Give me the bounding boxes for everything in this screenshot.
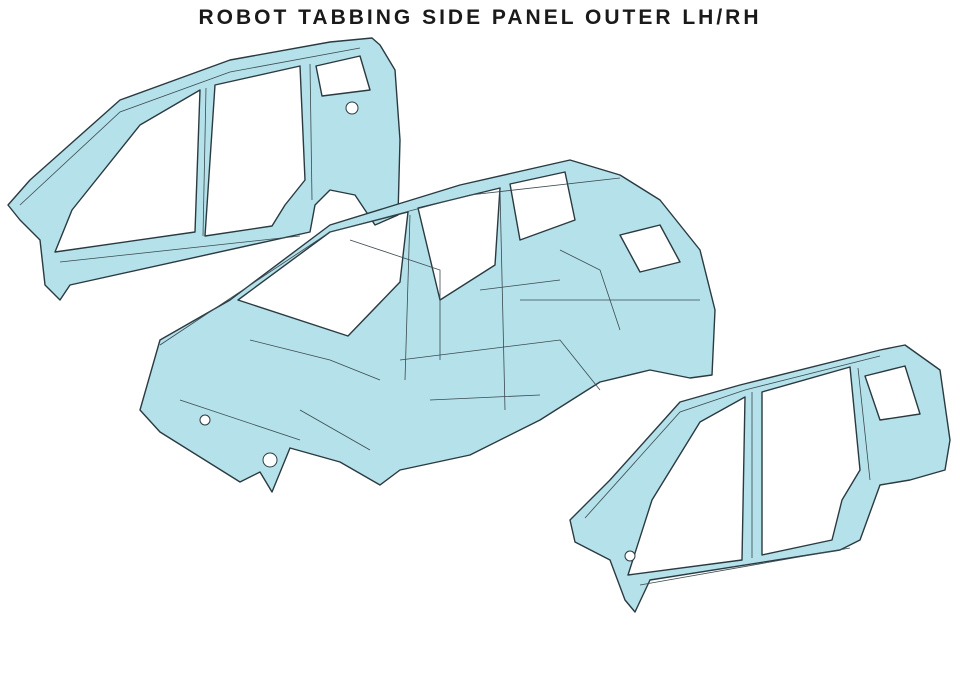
side-panel-outer-lh [7, 37, 401, 301]
side-panel-outer-rh [569, 344, 951, 613]
body-in-white [139, 159, 716, 493]
diagram-title: ROBOT TABBING SIDE PANEL OUTER LH/RH [198, 6, 762, 29]
